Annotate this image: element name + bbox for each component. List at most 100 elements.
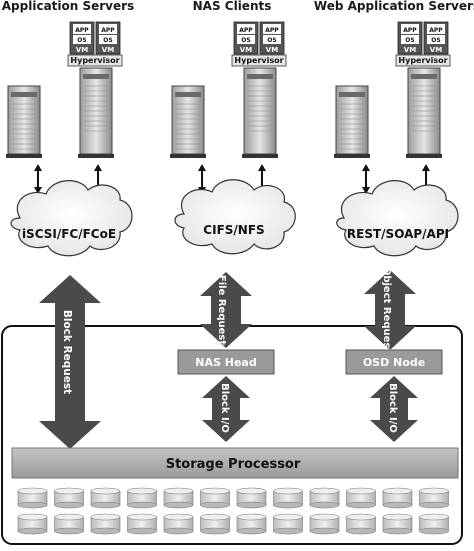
disk-body xyxy=(419,517,449,531)
os-layer xyxy=(427,35,445,44)
arrow-head-up xyxy=(422,164,430,171)
hypervisor-bar xyxy=(395,54,451,67)
disk xyxy=(163,513,194,535)
os-label: OS xyxy=(431,37,440,44)
disk-bottom xyxy=(382,501,413,509)
nas-block-io-label: Block I/O xyxy=(219,383,230,433)
server-link-arrow xyxy=(34,164,42,194)
disk-top xyxy=(346,513,376,521)
disk xyxy=(90,487,121,509)
group-title-application-servers: Application Servers xyxy=(2,0,134,13)
physical-server xyxy=(6,85,42,158)
nas-head-label: NAS Head xyxy=(195,356,256,369)
disk xyxy=(200,513,230,535)
server-base xyxy=(170,154,206,158)
disk-top xyxy=(273,513,303,521)
os-label: OS xyxy=(405,37,414,44)
disk-top xyxy=(309,487,340,495)
disk-top xyxy=(236,487,267,495)
server-drive-bay xyxy=(11,92,37,97)
disk-bottom xyxy=(419,527,449,535)
arrow-head-up xyxy=(258,164,266,171)
os-layer xyxy=(99,35,117,44)
os-label: OS xyxy=(103,37,112,44)
file-request-label: File Request xyxy=(216,275,227,345)
physical-server xyxy=(334,85,370,158)
block-request-label: Block Request xyxy=(61,310,73,394)
disk-body xyxy=(346,491,376,505)
disk xyxy=(346,513,376,535)
disk xyxy=(309,513,340,535)
disk-bottom xyxy=(17,527,48,535)
disk-top xyxy=(200,487,230,495)
server-base xyxy=(242,154,278,158)
server-base xyxy=(334,154,370,158)
disk xyxy=(17,487,48,509)
hypervisor-label: Hypervisor xyxy=(398,56,447,65)
disk xyxy=(127,513,157,535)
arrow-head-down xyxy=(362,187,370,194)
nas-block-io-arrow xyxy=(202,376,250,442)
disk-bottom xyxy=(163,501,194,509)
disk-body xyxy=(383,517,412,531)
disk-bottom xyxy=(90,527,121,535)
disk-bottom xyxy=(127,501,157,509)
disk-bottom xyxy=(200,527,230,535)
disk-body xyxy=(200,491,230,505)
disk-top xyxy=(346,487,376,495)
disk xyxy=(200,487,230,509)
os-label: OS xyxy=(267,37,276,44)
disk xyxy=(54,487,84,509)
disk-bottom xyxy=(17,501,48,509)
disk-body xyxy=(346,517,376,531)
disk xyxy=(382,487,413,509)
disk-top xyxy=(419,487,449,495)
disk-top xyxy=(17,513,48,521)
cloud-cifs: CIFS/NFS xyxy=(174,179,296,255)
protocol-label-cifs: CIFS/NFS xyxy=(203,223,264,237)
arrow-head-up xyxy=(94,164,102,171)
disk-bottom xyxy=(419,501,449,509)
server-body xyxy=(7,85,41,155)
app-layer xyxy=(427,24,445,34)
disk-body xyxy=(419,491,449,505)
disk-body xyxy=(127,491,157,505)
disk-top xyxy=(382,513,413,521)
cloud-rest: REST/SOAP/API xyxy=(336,180,459,257)
app-layer xyxy=(401,24,419,34)
server-base xyxy=(406,154,442,158)
app-layer xyxy=(73,24,91,34)
disk-top xyxy=(163,487,194,495)
arrow-head-down xyxy=(34,187,42,194)
disk-bottom xyxy=(309,501,340,509)
disk-top xyxy=(54,513,84,521)
disk-bottom xyxy=(309,527,340,535)
nas-head-box xyxy=(177,349,275,375)
block-request-arrow xyxy=(39,275,101,449)
disk-body xyxy=(164,491,193,505)
protocol-label-rest: REST/SOAP/API xyxy=(347,227,449,241)
server-drive-bay xyxy=(83,74,109,79)
disk-body xyxy=(273,517,303,531)
disk-top xyxy=(17,487,48,495)
disk-body xyxy=(237,491,266,505)
disk-body xyxy=(18,491,47,505)
disk xyxy=(419,487,449,509)
group-title-web-application-servers: Web Application Servers xyxy=(314,0,474,13)
vm-label: VM xyxy=(404,46,416,54)
disk-bottom xyxy=(382,527,413,535)
disk-top xyxy=(382,487,413,495)
hypervisor-label: Hypervisor xyxy=(70,56,119,65)
disk xyxy=(54,513,84,535)
disk xyxy=(236,513,267,535)
disk-bottom xyxy=(90,501,121,509)
hypervisor-bar xyxy=(67,54,123,67)
disk-body xyxy=(310,491,339,505)
vm-label: VM xyxy=(430,46,442,54)
server-group: APPOSVMAPPOSVMHypervisorAPPOSVMAPPOSVMHy… xyxy=(6,21,451,194)
disk-top xyxy=(419,513,449,521)
disk-top xyxy=(236,513,267,521)
